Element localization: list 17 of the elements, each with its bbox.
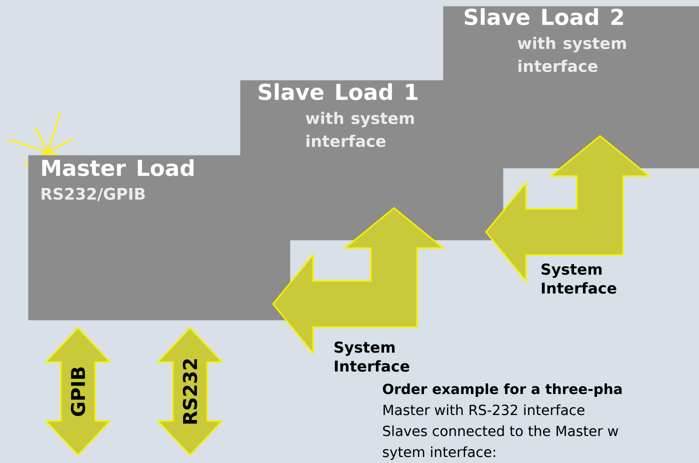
edge-label: RS232 <box>182 356 198 426</box>
node-label: RS232/GPIB <box>42 188 145 202</box>
note-text: sytem interface: <box>382 446 496 460</box>
edge-label: System Interface <box>334 342 410 372</box>
node-label: with system interface <box>306 112 414 148</box>
note-text: Master with RS-232 interface <box>384 404 584 416</box>
load-box: Slave Load 2 with system interface <box>443 6 699 168</box>
node-label: Master Load <box>42 159 194 176</box>
note-text: Order example for a three-pha <box>382 383 622 397</box>
edge-label: System Interface <box>542 264 616 294</box>
node-label: with system interface <box>518 36 626 72</box>
edge-label: GPIB <box>70 365 86 418</box>
node-label: Slave Load 2 <box>464 8 623 26</box>
note-text: Slaves connected to the Master w <box>383 425 618 436</box>
node-label: Slave Load 1 <box>258 83 418 100</box>
double-arrow <box>272 207 446 356</box>
double-arrow <box>485 135 652 284</box>
